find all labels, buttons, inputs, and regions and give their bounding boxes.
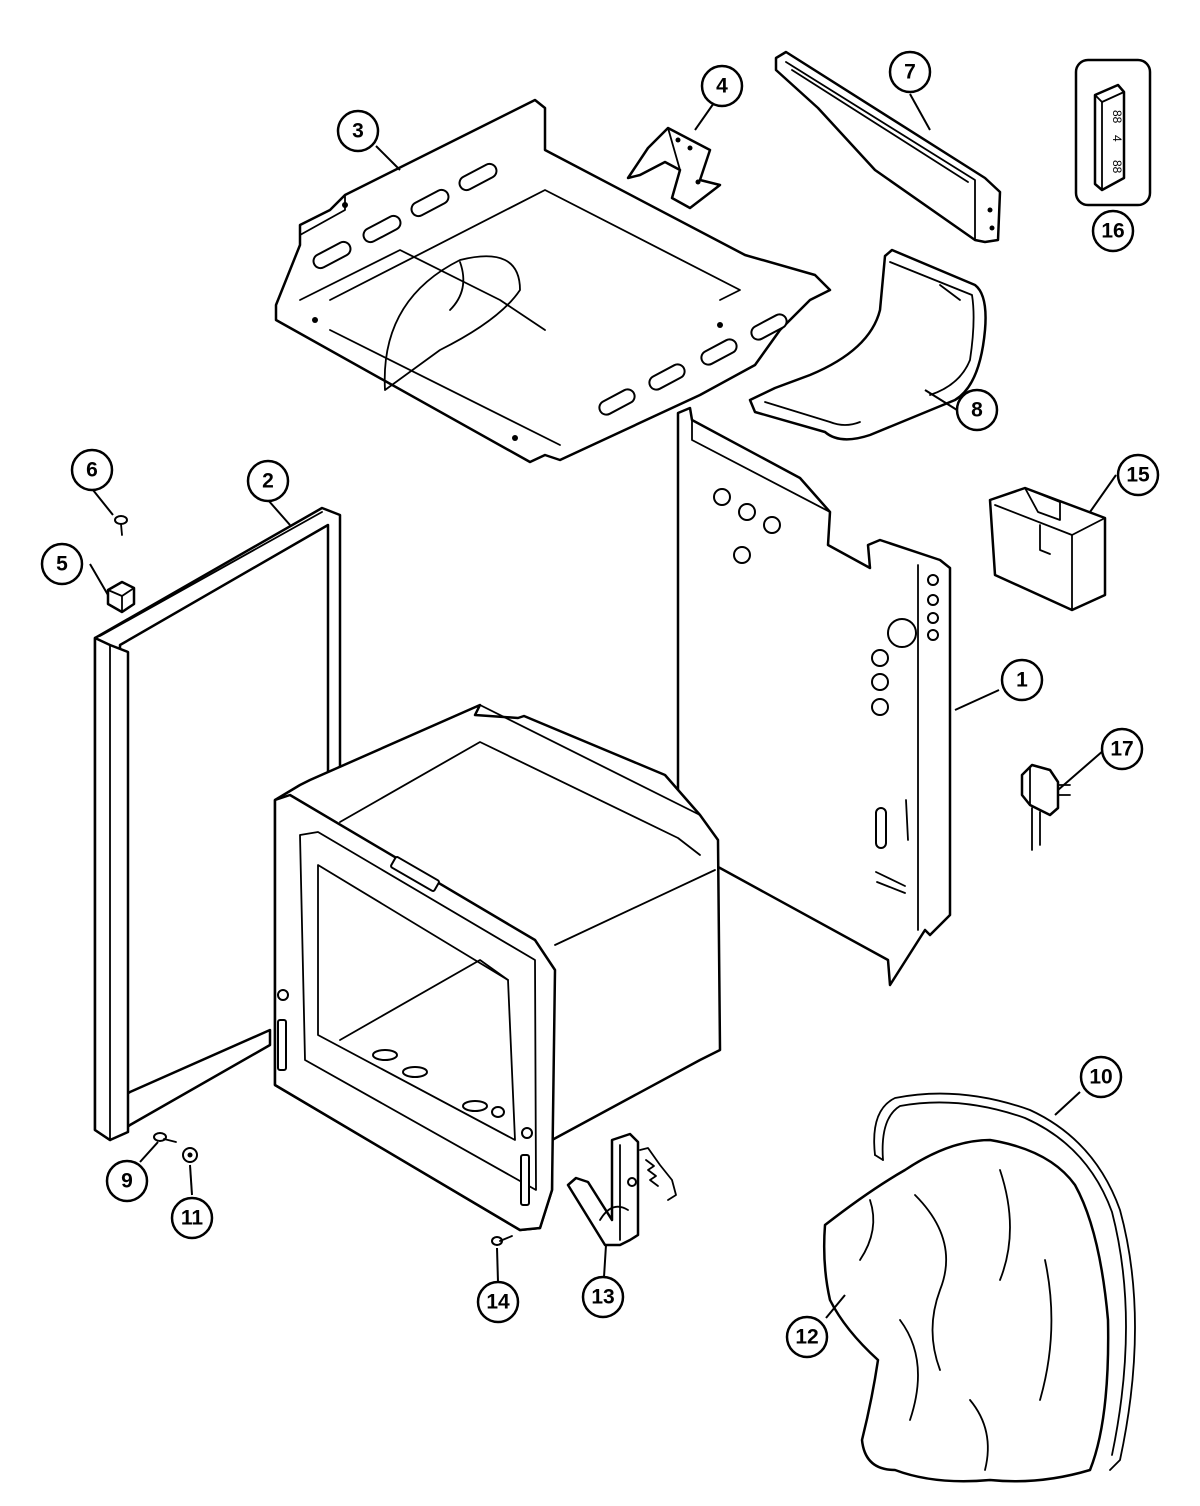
callout-13: 13 <box>581 1275 625 1319</box>
part-15-junction-box <box>988 486 1107 612</box>
callout-3: 3 <box>336 109 380 153</box>
part-16-label-plate: 88 4 88 <box>1074 58 1152 207</box>
callout-17-label: 17 <box>1110 738 1133 761</box>
callout-11-label: 11 <box>181 1207 204 1230</box>
callout-2-label: 2 <box>262 470 274 493</box>
oven-cavity <box>273 703 722 1232</box>
part-9-screw <box>153 1132 177 1143</box>
callout-15: 15 <box>1116 453 1160 497</box>
part-14-screw <box>491 1235 513 1246</box>
svg-text:88: 88 <box>1110 110 1124 124</box>
part-13-hinge <box>566 1132 677 1247</box>
part-1-side-panel <box>676 406 952 987</box>
part-11-nut <box>182 1147 198 1163</box>
part-4-bracket <box>626 126 722 210</box>
callout-8-label: 8 <box>971 399 983 422</box>
callout-4-label: 4 <box>716 75 728 98</box>
svg-text:4: 4 <box>1110 135 1124 142</box>
callout-14-label: 14 <box>486 1291 510 1314</box>
callout-9: 9 <box>105 1159 149 1203</box>
callout-6: 6 <box>70 448 114 492</box>
part-17-terminal-block <box>1020 763 1071 851</box>
callout-1: 1 <box>1000 658 1044 702</box>
callout-6-label: 6 <box>86 459 98 482</box>
callout-10-label: 10 <box>1089 1066 1112 1089</box>
callout-7: 7 <box>888 50 932 94</box>
part-6-screw <box>114 515 128 536</box>
callout-11: 11 <box>170 1196 214 1240</box>
part-7-vent-duct <box>774 50 1002 244</box>
callout-17: 17 <box>1100 727 1144 771</box>
callout-5-label: 5 <box>56 553 68 576</box>
part-5-clip <box>106 580 136 614</box>
callout-8: 8 <box>955 388 999 432</box>
callout-10: 10 <box>1079 1055 1123 1099</box>
part-2-door-frame <box>93 506 342 1142</box>
callout-1-label: 1 <box>1016 669 1028 692</box>
leader-lines <box>89 93 1117 1319</box>
part-3-cooktop-frame <box>274 98 832 464</box>
part-12-insulation <box>822 1138 1110 1483</box>
part-10-gasket <box>873 1092 1136 1471</box>
callout-4: 4 <box>700 64 744 108</box>
callout-14: 14 <box>476 1280 520 1324</box>
callout-12-label: 12 <box>795 1326 818 1349</box>
callout-16-label: 16 <box>1101 220 1124 243</box>
callout-13-label: 13 <box>591 1286 614 1309</box>
callout-12: 12 <box>785 1315 829 1359</box>
callout-5: 5 <box>40 542 84 586</box>
callout-16: 16 <box>1091 209 1135 253</box>
callout-15-label: 15 <box>1126 464 1150 487</box>
callout-7-label: 7 <box>904 61 916 84</box>
callout-9-label: 9 <box>121 1170 133 1193</box>
callout-3-label: 3 <box>352 120 364 143</box>
svg-text:88: 88 <box>1110 160 1124 174</box>
callout-2: 2 <box>246 459 290 503</box>
